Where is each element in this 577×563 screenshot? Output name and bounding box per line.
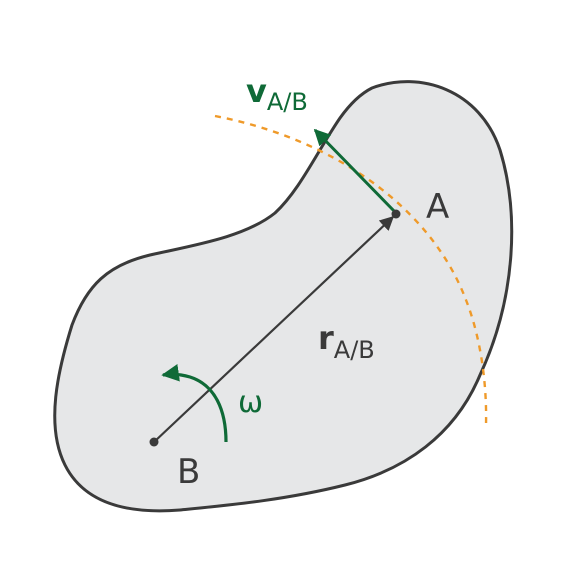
velocity-label-subscript: A/B bbox=[267, 88, 308, 116]
velocity-label-main: v bbox=[246, 72, 267, 110]
circular-path-of-a bbox=[214, 114, 488, 426]
position-label-subscript: A/B bbox=[334, 336, 375, 364]
angular-velocity-arrow bbox=[161, 364, 228, 443]
position-label: rA/B bbox=[318, 319, 375, 364]
rigid-body-shape bbox=[53, 80, 514, 513]
point-a-dot bbox=[391, 209, 401, 219]
position-label-main: r bbox=[318, 319, 334, 357]
point-b-dot bbox=[149, 437, 159, 447]
point-a-label: A bbox=[426, 187, 449, 227]
point-b-label: B bbox=[177, 452, 200, 492]
omega-label: ω bbox=[238, 385, 263, 420]
position-vector-r-ab bbox=[153, 216, 395, 443]
velocity-label: vA/B bbox=[246, 72, 308, 116]
velocity-vector-v-ab bbox=[313, 128, 398, 215]
